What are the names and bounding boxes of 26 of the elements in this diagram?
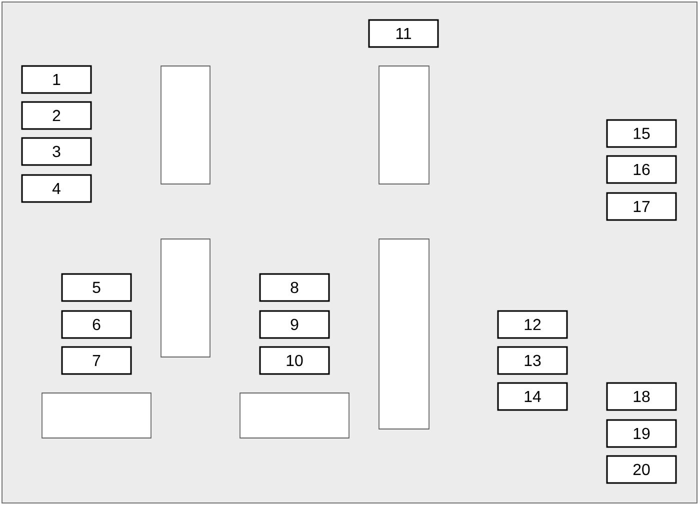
fuse-box: 18 <box>606 382 677 411</box>
fuse-box: 11 <box>368 19 439 48</box>
fuse-box: 6 <box>61 310 132 339</box>
fuse-box: 20 <box>606 455 677 484</box>
relay-box <box>378 66 430 184</box>
fuse-box: 16 <box>606 155 677 184</box>
fuse-box: 8 <box>259 273 330 302</box>
fuse-box: 12 <box>497 310 568 339</box>
fuse-box: 9 <box>259 310 330 339</box>
fuse-box: 14 <box>497 382 568 411</box>
fuse-box: 2 <box>21 101 92 130</box>
relay-box <box>160 238 210 358</box>
fuse-box: 7 <box>61 346 132 375</box>
fuse-box: 17 <box>606 192 677 221</box>
relay-box <box>160 66 210 184</box>
fuse-box: 3 <box>21 137 92 166</box>
relay-box <box>240 392 350 438</box>
fuse-box: 4 <box>21 174 92 203</box>
fuse-box: 15 <box>606 119 677 148</box>
fuse-box: 19 <box>606 419 677 448</box>
fuse-box: 5 <box>61 273 132 302</box>
relay-box <box>42 392 152 438</box>
fuse-box: 13 <box>497 346 568 375</box>
fuse-box: 1 <box>21 65 92 94</box>
fuse-box: 10 <box>259 346 330 375</box>
relay-box <box>378 238 430 430</box>
